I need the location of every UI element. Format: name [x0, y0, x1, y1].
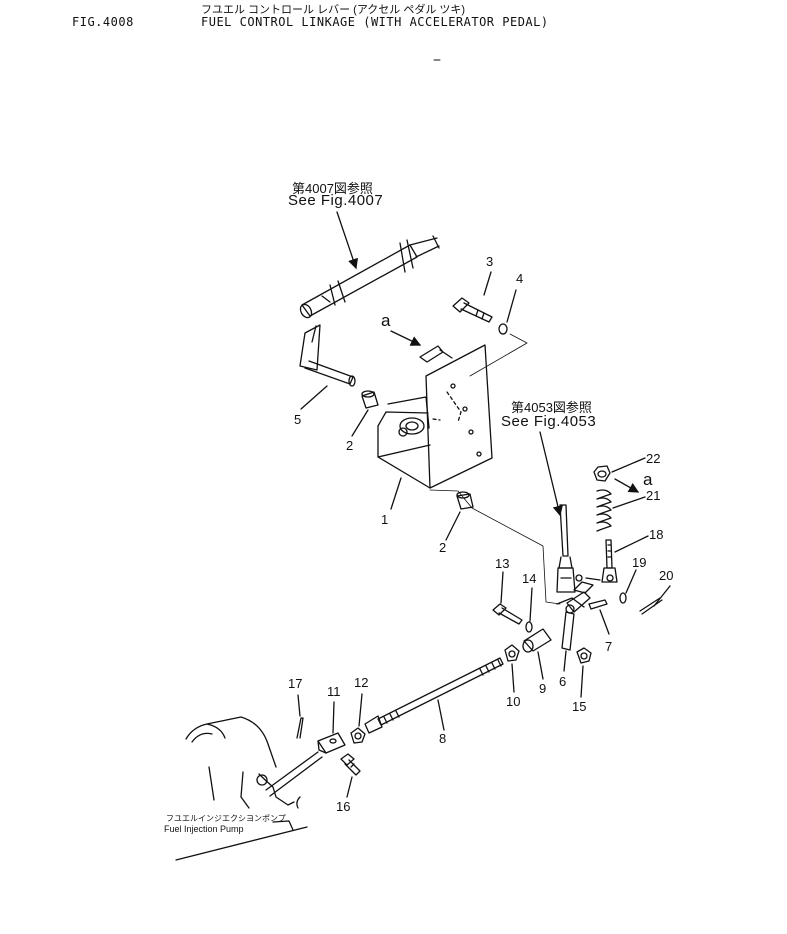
spring-21 [596, 489, 612, 532]
bolt-13 [492, 603, 523, 625]
bushing-2-lower [456, 491, 474, 510]
bushing-2-upper [361, 390, 379, 409]
figure-number: FIG.4008 [72, 15, 134, 29]
part-number-11: 11 [327, 684, 341, 699]
reference-label-fig4053-jp: 第4053図参照 [511, 400, 592, 415]
part-number-8: 8 [439, 731, 447, 746]
part-number-16: 16 [336, 799, 351, 814]
part-number-2-upper: 2 [346, 438, 354, 453]
bracket-1 [377, 344, 493, 489]
rod-end-18 [601, 539, 618, 583]
cotter-pin-20 [639, 597, 663, 615]
pump-label: Fuel Injection Pump [164, 824, 244, 834]
part-number-9: 9 [539, 681, 547, 696]
pin-7 [588, 599, 608, 610]
part-number-19: 19 [632, 555, 647, 570]
part-number-2-lower: 2 [439, 540, 447, 555]
rod-clevis [556, 504, 576, 593]
pedal-shaft-assembly [299, 235, 440, 319]
part-number-5: 5 [294, 412, 302, 427]
title-japanese: フユエル コントロール レバー (アクセル ペダル ツキ) [201, 4, 466, 16]
reference-label-fig4007-jp: 第4007図参照 [292, 181, 373, 196]
lever-6 [556, 574, 601, 651]
reference-label-fig4007: See Fig.4007 [288, 192, 384, 209]
nut-22 [593, 465, 611, 482]
nut-12 [350, 727, 366, 744]
nut-10 [504, 644, 520, 662]
nut-15 [576, 647, 592, 664]
bolt-3 [452, 297, 493, 323]
washer-4 [498, 323, 508, 335]
part-number-6: 6 [559, 674, 567, 689]
washer-19 [619, 592, 627, 604]
joint-block-11 [317, 732, 346, 754]
part-number-13: 13 [495, 556, 510, 571]
part-number-14: 14 [522, 571, 537, 586]
threaded-rod-8 [364, 657, 504, 734]
title-english: FUEL CONTROL LINKAGE (WITH ACCELERATOR P… [201, 15, 549, 29]
sleeve-9 [522, 628, 552, 653]
view-marker-a-upper: a [381, 311, 391, 330]
reference-label-fig4053: See Fig.4053 [501, 413, 597, 430]
part-number-1: 1 [381, 512, 389, 527]
part-number-3: 3 [486, 254, 494, 269]
washer-14 [525, 621, 533, 633]
part-number-7: 7 [605, 639, 613, 654]
part-number-4: 4 [516, 271, 524, 286]
part-number-10: 10 [506, 694, 521, 709]
fuel-injection-pump [175, 716, 308, 861]
part-number-22: 22 [646, 451, 661, 466]
part-number-12: 12 [354, 675, 369, 690]
bolt-16 [340, 753, 361, 776]
part-number-15: 15 [572, 699, 587, 714]
pin-17 [296, 717, 304, 739]
part-number-17: 17 [288, 676, 303, 691]
lever-5 [299, 324, 356, 387]
view-marker-a-right: a [643, 470, 653, 489]
part-number-18: 18 [649, 527, 664, 542]
part-number-20: 20 [659, 568, 674, 583]
pump-label-jp: フユエルインジエクシヨンポンプ [166, 814, 286, 823]
part-number-21: 21 [646, 488, 661, 503]
